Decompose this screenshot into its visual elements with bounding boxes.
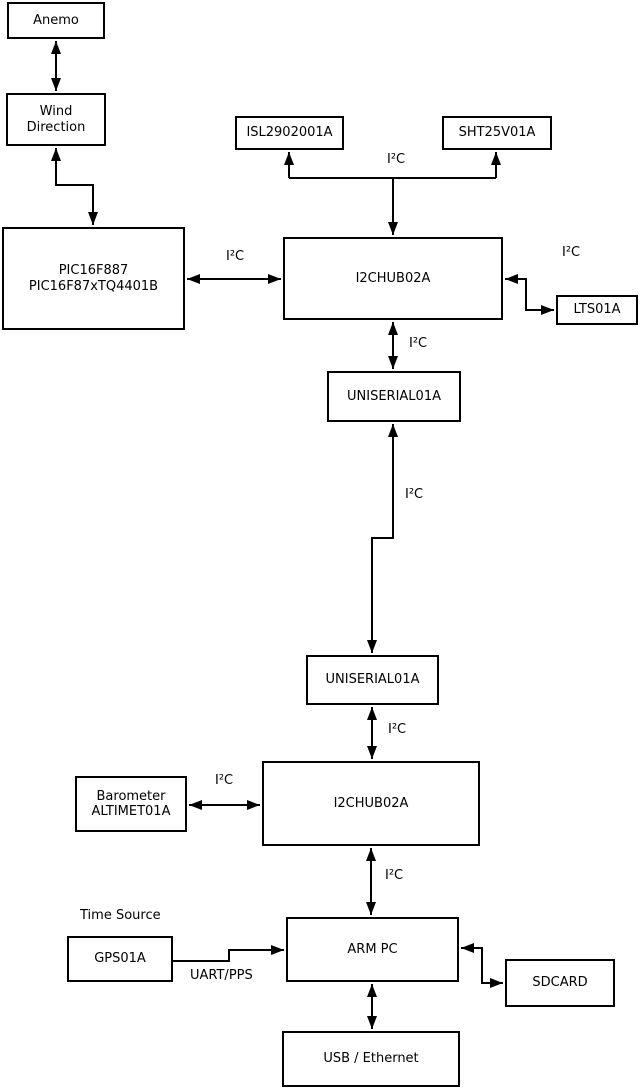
edge-label-i2c-barometer-hub2: I²C (215, 773, 234, 788)
node-sht25v01a: SHT25V01A (442, 116, 552, 150)
node-arm-pc: ARM PC (286, 917, 459, 982)
node-barometer-altimet01a: Barometer ALTIMET01A (75, 776, 187, 832)
edge-label-i2c-pic-hub1: I²C (226, 249, 245, 264)
node-lts01a: LTS01A (556, 295, 638, 325)
edge-label-uart-pps: UART/PPS (190, 968, 253, 983)
edge-label-i2c-uniserial2-hub2: I²C (388, 722, 407, 737)
connector-i2chub1-sensors-junction (284, 152, 501, 235)
edge-label-i2c-hub1-uniserial1: I²C (409, 336, 428, 351)
edge-label-i2c-sensors-top: I²C (387, 152, 406, 167)
node-usb-ethernet: USB / Ethernet (282, 1031, 460, 1087)
node-i2chub02a-1: I2CHUB02A (283, 237, 503, 320)
node-isl2902001a: ISL2902001A (235, 116, 344, 150)
node-pic16f887: PIC16F887 PIC16F87xTQ4401B (2, 227, 185, 330)
edge-label-i2c-hub1-lts: I²C (562, 245, 581, 260)
connector-winddirection-pic (51, 148, 98, 225)
node-uniserial01a-1: UNISERIAL01A (327, 371, 461, 422)
connector-i2chub1-lts (505, 274, 554, 315)
node-wind-direction: Wind Direction (6, 93, 106, 146)
node-uniserial01a-2: UNISERIAL01A (306, 655, 439, 705)
node-sdcard: SDCARD (505, 959, 615, 1007)
connector-armpc-sdcard (461, 943, 503, 988)
edge-label-i2c-hub2-armpc: I²C (385, 868, 404, 883)
edge-label-i2c-uniserial-link: I²C (405, 487, 424, 502)
connector-gps-armpc (173, 945, 284, 962)
node-i2chub02a-2: I2CHUB02A (262, 761, 480, 846)
node-anemo: Anemo (7, 2, 105, 39)
edge-label-time-source: Time Source (80, 908, 161, 923)
connector-uniserial1-uniserial2 (367, 424, 398, 653)
node-gps01a: GPS01A (67, 936, 173, 982)
